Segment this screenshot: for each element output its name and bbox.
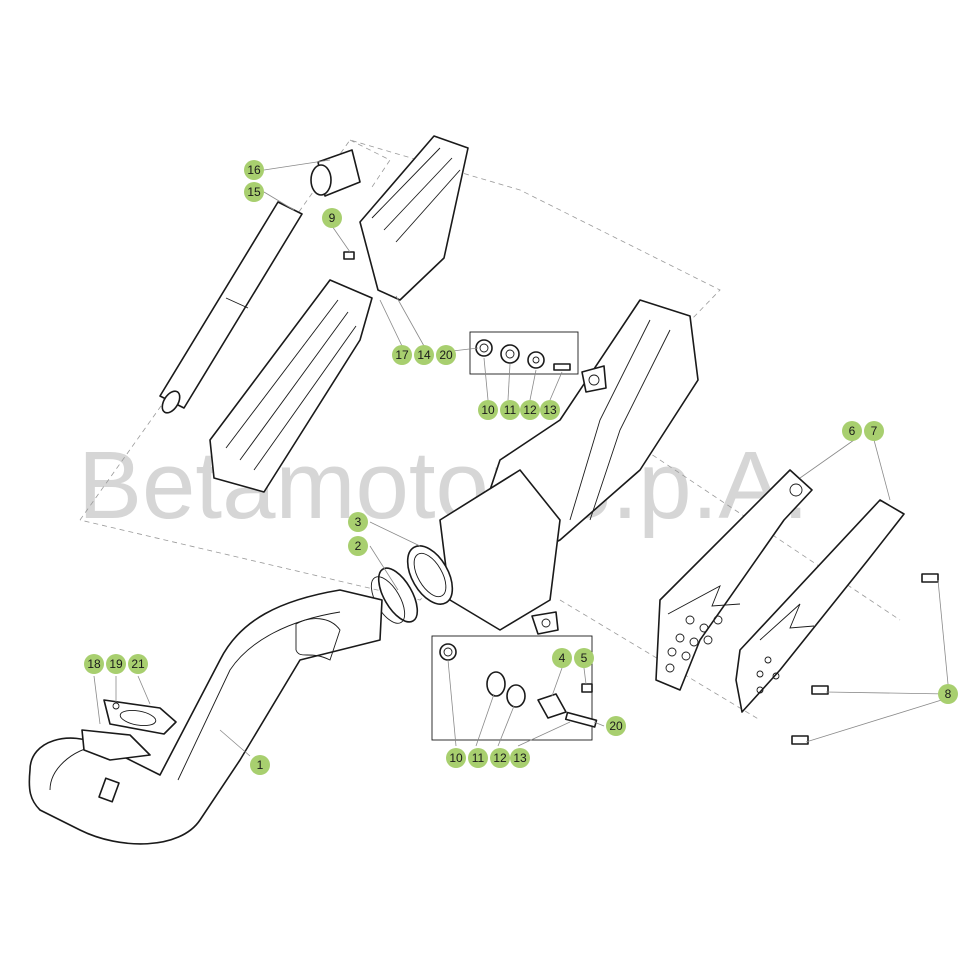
lower-mount-hardware [431, 635, 598, 741]
callout-15: 15 [244, 182, 264, 202]
callout-10-upper: 10 [478, 400, 498, 420]
callout-14: 14 [414, 345, 434, 365]
svg-text:5: 5 [581, 651, 588, 665]
callout-8: 8 [938, 684, 958, 704]
callout-21: 21 [128, 654, 148, 674]
shield-screws [791, 573, 939, 745]
callout-5: 5 [574, 648, 594, 668]
svg-text:11: 11 [504, 403, 517, 417]
callout-20-upper: 20 [436, 345, 456, 365]
callout-18: 18 [84, 654, 104, 674]
callout-11-lower: 11 [468, 748, 488, 768]
svg-text:4: 4 [559, 651, 566, 665]
svg-text:18: 18 [87, 657, 101, 671]
callout-3: 3 [348, 512, 368, 532]
callout-9: 9 [322, 208, 342, 228]
svg-text:11: 11 [472, 751, 485, 765]
svg-text:19: 19 [109, 657, 123, 671]
heat-shield-part [655, 469, 813, 691]
screw-9-part [343, 251, 355, 260]
svg-text:16: 16 [247, 163, 261, 177]
callout-20-lower: 20 [606, 716, 626, 736]
leader-lines [93, 159, 949, 757]
callout-12-upper: 12 [520, 400, 540, 420]
exhaust-flange-part [81, 699, 177, 761]
callout-16: 16 [244, 160, 264, 180]
svg-text:14: 14 [417, 348, 431, 362]
svg-text:1: 1 [257, 758, 264, 772]
callout-10-lower: 10 [446, 748, 466, 768]
svg-text:20: 20 [439, 348, 453, 362]
header-pipe-part [28, 589, 383, 845]
svg-text:20: 20 [609, 719, 623, 733]
svg-text:13: 13 [543, 403, 557, 417]
svg-text:13: 13 [513, 751, 527, 765]
svg-text:17: 17 [395, 348, 409, 362]
callout-11-upper: 11 [500, 400, 520, 420]
tailpipe-tip-part [310, 149, 361, 197]
callout-13-upper: 13 [540, 400, 560, 420]
callout-17: 17 [392, 345, 412, 365]
callout-4: 4 [552, 648, 572, 668]
callout-7: 7 [864, 421, 884, 441]
svg-text:15: 15 [247, 185, 261, 199]
callout-1: 1 [250, 755, 270, 775]
tailpipe-part [159, 201, 303, 414]
heat-shield-plate-part [735, 499, 905, 713]
svg-text:10: 10 [449, 751, 463, 765]
upper-mount-hardware [469, 331, 579, 375]
callout-12-lower: 12 [490, 748, 510, 768]
svg-text:3: 3 [355, 515, 362, 529]
svg-text:21: 21 [131, 657, 145, 671]
callout-6: 6 [842, 421, 862, 441]
svg-text:7: 7 [871, 424, 878, 438]
silencer-cap-guard-part [359, 135, 469, 301]
callout-13-lower: 13 [510, 748, 530, 768]
svg-text:10: 10 [481, 403, 495, 417]
svg-text:9: 9 [329, 211, 336, 225]
callout-19: 19 [106, 654, 126, 674]
callout-2: 2 [348, 536, 368, 556]
svg-text:8: 8 [945, 687, 952, 701]
silencer-inlet-part [370, 469, 561, 635]
svg-text:2: 2 [355, 539, 362, 553]
svg-text:6: 6 [849, 424, 856, 438]
svg-text:12: 12 [523, 403, 537, 417]
silencer-shell-part [209, 279, 373, 493]
svg-text:12: 12 [493, 751, 507, 765]
